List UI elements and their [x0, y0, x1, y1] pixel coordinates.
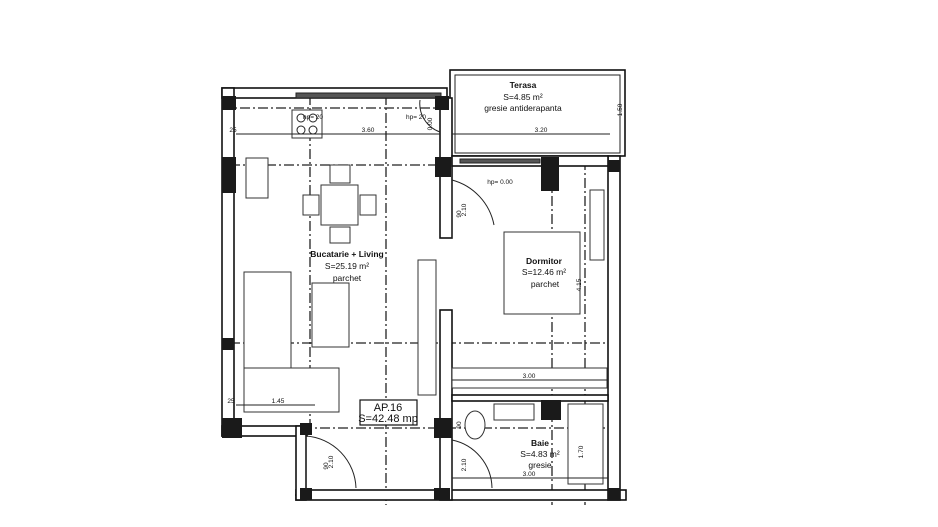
dormitor-floor: parchet [531, 279, 560, 289]
dim-terasa-width: 3.20 [535, 127, 548, 134]
dim-wall2: 25 [227, 398, 235, 405]
living-name: Bucatarie + Living [310, 249, 383, 259]
dim-door-w2: 90 [323, 462, 330, 470]
dimension-labels: 3.60 3.20 hp= 20 hp= 20 hp= 0.00 0.00 1.… [227, 103, 624, 479]
dim-bedroom-width: 3.00 [523, 373, 536, 380]
dim-door2: 2.10 [328, 455, 335, 468]
dim-door-terasa: 0.00 [427, 117, 434, 130]
terrace [449, 69, 626, 157]
apartment-number: AP.16 [374, 402, 403, 414]
dormitor-area: S=12.46 m² [522, 267, 566, 277]
dim-hp2: hp= 20 [406, 114, 426, 121]
baie-name: Baie [531, 438, 549, 448]
apartment-area: S=42.48 mp [358, 413, 418, 425]
stove [291, 109, 323, 139]
dim-hp3: hp= 0.00 [487, 179, 513, 186]
apartment-label: AP.16 S=42.48 mp [358, 399, 418, 426]
bed [503, 231, 581, 315]
wardrobe [451, 367, 608, 389]
dim-bedroom-depth: 4.15 [576, 278, 583, 291]
terasa-floor: gresie antiderapanta [484, 103, 562, 113]
baie-area: S=4.83 m² [520, 449, 560, 459]
dormitor-name: Dormitor [526, 256, 563, 266]
furniture [243, 109, 608, 485]
dim-door-w1: 90 [456, 210, 463, 218]
dim-terasa-depth: 1.50 [617, 103, 624, 116]
tv-unit [417, 259, 437, 396]
dim-bath-width: 3.00 [523, 471, 536, 478]
terasa-name: Terasa [510, 80, 537, 90]
baie-floor: gresie [528, 460, 551, 470]
dim-door1: 2.10 [461, 203, 468, 216]
living-area: S=25.19 m² [325, 261, 369, 271]
dim-living-front: 1.45 [272, 398, 285, 405]
dim-door-w3: 90 [456, 421, 463, 429]
dim-hp1: hp= 20 [303, 114, 323, 121]
coffee-table [311, 282, 350, 348]
doors [305, 99, 495, 490]
dim-living-width: 3.60 [362, 127, 375, 134]
columns [222, 96, 620, 500]
room-labels: Terasa S=4.85 m² gresie antiderapanta Bu… [310, 80, 566, 470]
dining-table [320, 184, 359, 226]
terasa-area: S=4.85 m² [503, 92, 543, 102]
bathtub [567, 403, 604, 485]
counter [245, 157, 269, 199]
toilet [464, 410, 486, 440]
sink [493, 403, 535, 421]
dim-bath-depth: 1.70 [578, 445, 585, 458]
dim-door3: 2.10 [461, 458, 468, 471]
living-floor: parchet [333, 273, 362, 283]
dim-wall1: 25 [229, 127, 237, 134]
